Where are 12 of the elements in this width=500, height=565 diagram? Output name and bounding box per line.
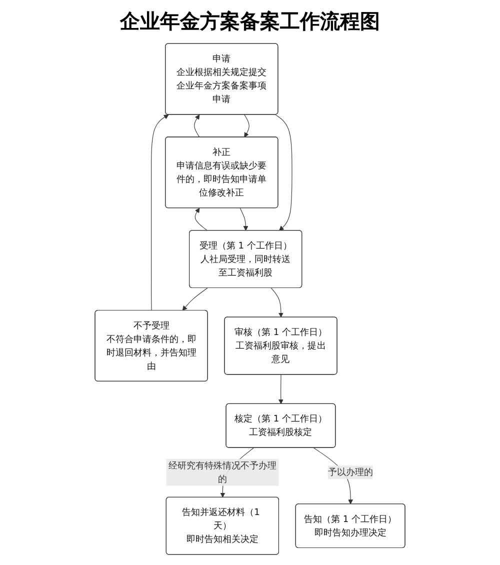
arrow: [240, 208, 248, 231]
edge-label: 经研究有特殊情况不予办理的: [168, 460, 276, 484]
arrow: [270, 288, 284, 318]
arrow: [194, 114, 200, 138]
arrow: [278, 374, 284, 404]
arrow: [194, 208, 208, 231]
arrow: [151, 114, 169, 311]
diagram-title: 企业年金方案备案工作流程图: [118, 8, 381, 35]
edge-label: 予以办理的: [328, 466, 373, 478]
arrow: [182, 288, 208, 311]
arrow: [275, 114, 292, 231]
arrow: [244, 114, 250, 138]
